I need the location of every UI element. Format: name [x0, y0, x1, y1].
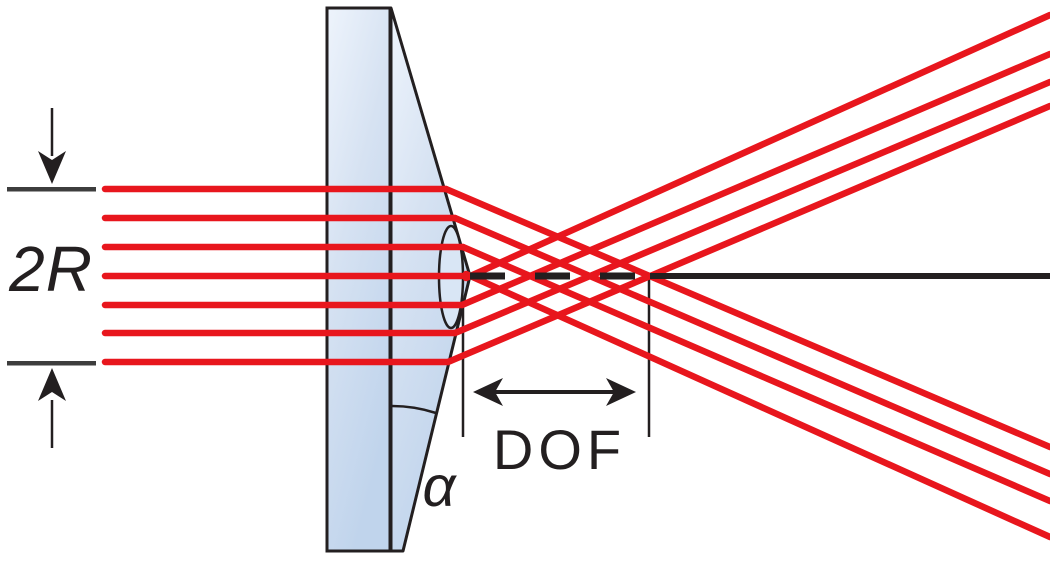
axicon-flat-body: [325, 6, 392, 553]
bracket-bar-bottom: [7, 361, 96, 366]
beam-diameter-bracket: [7, 108, 96, 448]
depth-of-focus-label: DOF: [492, 417, 627, 481]
refracted-ray: [451, 214, 1050, 478]
bracket-arrowhead-down-icon: [38, 151, 66, 184]
cone-angle-label: α: [422, 453, 456, 519]
refracted-ray: [458, 50, 1050, 309]
refracted-ray: [444, 102, 1050, 366]
refracted-ray: [462, 270, 1050, 541]
bracket-bar-top: [7, 187, 96, 192]
bracket-arrowhead-up-icon: [38, 368, 66, 401]
beam-diameter-label: 2R: [9, 233, 93, 305]
alpha-angle-arc: [390, 404, 437, 415]
dof-arrowhead-right-icon: [606, 378, 636, 406]
dof-arrowhead-left-icon: [473, 378, 503, 406]
laser-rays: [101, 11, 1050, 541]
dof-boundary-lines: [461, 278, 651, 437]
refracted-ray: [451, 78, 1050, 337]
dof-arrow: [473, 378, 636, 406]
refracted-ray: [462, 11, 1050, 282]
refracted-ray: [442, 185, 1050, 451]
